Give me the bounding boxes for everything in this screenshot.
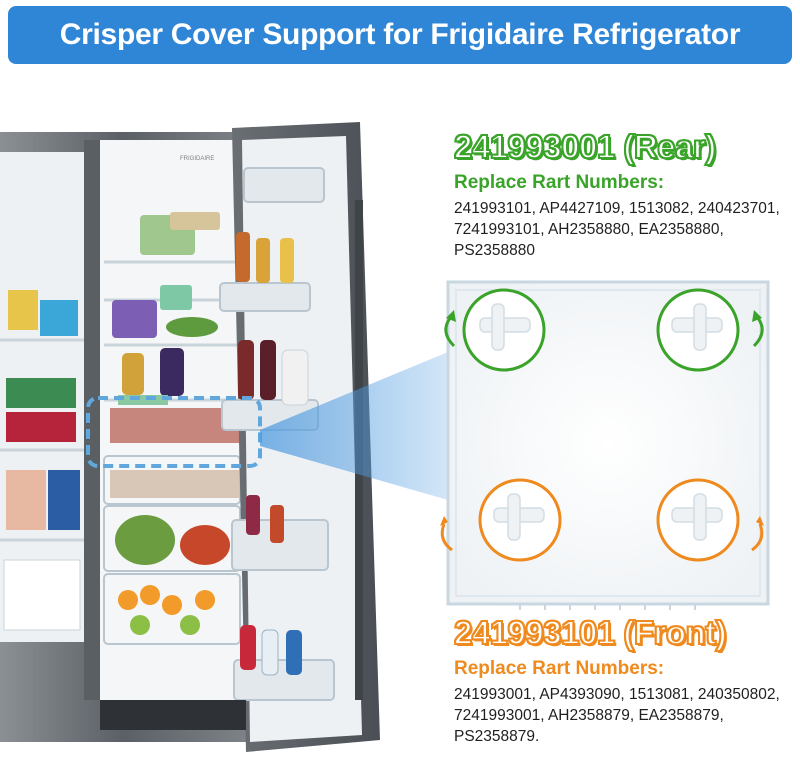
rear-support-left-circle xyxy=(444,288,546,372)
magnify-beam xyxy=(260,352,448,500)
rear-replace-list: 241993101, AP4427109, 1513082, 240423701… xyxy=(454,200,780,259)
front-part-callout: 241993101 (Front) Replace Rart Numbers: … xyxy=(453,613,799,747)
front-replace-label: Replace Rart Numbers: xyxy=(454,658,665,679)
front-support-right-circle xyxy=(656,478,764,562)
rear-replace-label: Replace Rart Numbers: xyxy=(454,172,665,193)
title-banner: Crisper Cover Support for Frigidaire Ref… xyxy=(8,6,792,64)
food-items xyxy=(3,212,240,635)
front-replace-list: 241993001, AP4393090, 1513081, 240350802… xyxy=(454,686,780,745)
rear-part-number: 241993001 (Rear) xyxy=(453,127,717,166)
front-part-number: 241993101 (Front) xyxy=(453,613,728,652)
front-support-left-circle xyxy=(440,478,562,562)
rear-part-callout: 241993001 (Rear) Replace Rart Numbers: 2… xyxy=(453,127,799,261)
crisper-cover-highlight xyxy=(86,396,262,468)
rear-support-right-circle xyxy=(656,288,764,372)
door-bottles xyxy=(236,232,309,676)
banner-title: Crisper Cover Support for Frigidaire Ref… xyxy=(59,18,741,51)
fridge-brand: FRIGIDAIRE xyxy=(180,156,214,162)
bottom-grille xyxy=(100,700,246,730)
